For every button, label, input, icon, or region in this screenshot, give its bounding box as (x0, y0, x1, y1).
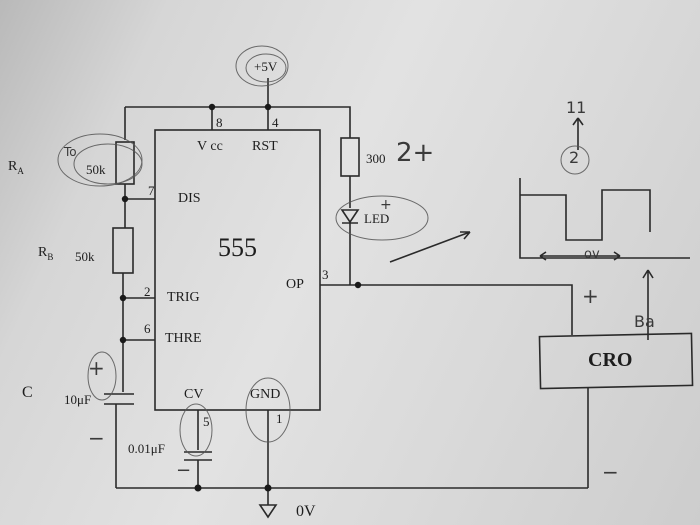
cro-box (538, 332, 694, 390)
pin-trig-name: TRIG (167, 290, 200, 305)
junction-output (354, 281, 362, 289)
pin-op-name: OP (286, 277, 304, 292)
scribble-supply (235, 45, 289, 87)
note-led: 2+ (396, 138, 435, 168)
ra-designator: RA (8, 159, 24, 176)
note-ra: To (64, 145, 77, 159)
note-cro: Ba (634, 312, 655, 331)
pin8-number: 8 (216, 115, 223, 130)
ground-label: 0V (296, 503, 316, 520)
scribble-led (335, 195, 429, 241)
pin5-number: 5 (203, 414, 210, 429)
pin-gnd-name: GND (250, 387, 281, 402)
scribble-gnd (245, 377, 291, 443)
waveform-pointer (389, 231, 471, 263)
supply-label: +5V (254, 59, 278, 74)
pin3-number: 3 (322, 267, 329, 282)
led-diode (340, 209, 360, 224)
waveform-axes (519, 178, 690, 259)
scribble-cap (87, 351, 117, 401)
minus-cro: − (602, 460, 619, 484)
ra-value: 50k (86, 162, 106, 177)
junction-gnd (264, 484, 272, 492)
pin1-number: 1 (276, 411, 283, 426)
note-wave-arrow: 11 (566, 98, 587, 117)
pin4-number: 4 (272, 115, 279, 130)
junction-pin8 (208, 103, 216, 111)
scribble-ra-2 (73, 143, 143, 185)
note-wave-circle: 2 (569, 148, 580, 167)
junction-cv (194, 484, 202, 492)
supply-rail (125, 106, 351, 138)
pin-thre-name: THRE (165, 331, 202, 346)
led-label: LED (364, 211, 390, 226)
pin-rst-name: RST (252, 139, 278, 154)
pin6-number: 6 (144, 321, 151, 336)
r300-value: 300 (366, 151, 386, 166)
minus-cv: − (176, 460, 192, 481)
pin-cv-name: CV (184, 387, 204, 402)
rb-value: 50k (75, 249, 95, 264)
freq-arrow (572, 117, 584, 150)
pin-dis-name: DIS (178, 191, 201, 206)
plus-led: + (380, 197, 392, 213)
resistor-300 (340, 137, 360, 177)
junction-thre (119, 336, 127, 344)
c-value: 10μF (64, 392, 92, 407)
cv-cap-value: 0.01μF (128, 441, 165, 456)
c-designator: C (22, 384, 33, 401)
waveform-trace (520, 189, 651, 241)
chip-555-body (154, 129, 321, 411)
resistor-rb (112, 227, 134, 274)
plus-cap: + (88, 356, 105, 380)
cro-label: CRO (588, 349, 633, 371)
cro-pointer (642, 269, 654, 340)
plus-cro: + (582, 284, 599, 308)
rb-designator: RB (38, 245, 54, 262)
pin2-number: 2 (144, 284, 151, 299)
scribble-supply-2 (245, 53, 287, 83)
waveform-span-arrow (539, 251, 621, 261)
ground-symbol (258, 504, 278, 519)
junction-pin4 (264, 103, 272, 111)
scribble-wave-circle (560, 145, 590, 175)
capacitor-c (104, 393, 134, 405)
output-wire (320, 284, 573, 335)
pin-vcc-name: V cc (197, 139, 223, 154)
scribble-ra (57, 133, 143, 187)
chip-name: 555 (218, 233, 257, 262)
junction-trig (119, 294, 127, 302)
junction-dis (121, 195, 129, 203)
pin7-number: 7 (148, 183, 155, 198)
minus-cap: − (88, 426, 105, 450)
note-wave-span: ov (584, 247, 600, 262)
scribble-cv (179, 403, 213, 457)
